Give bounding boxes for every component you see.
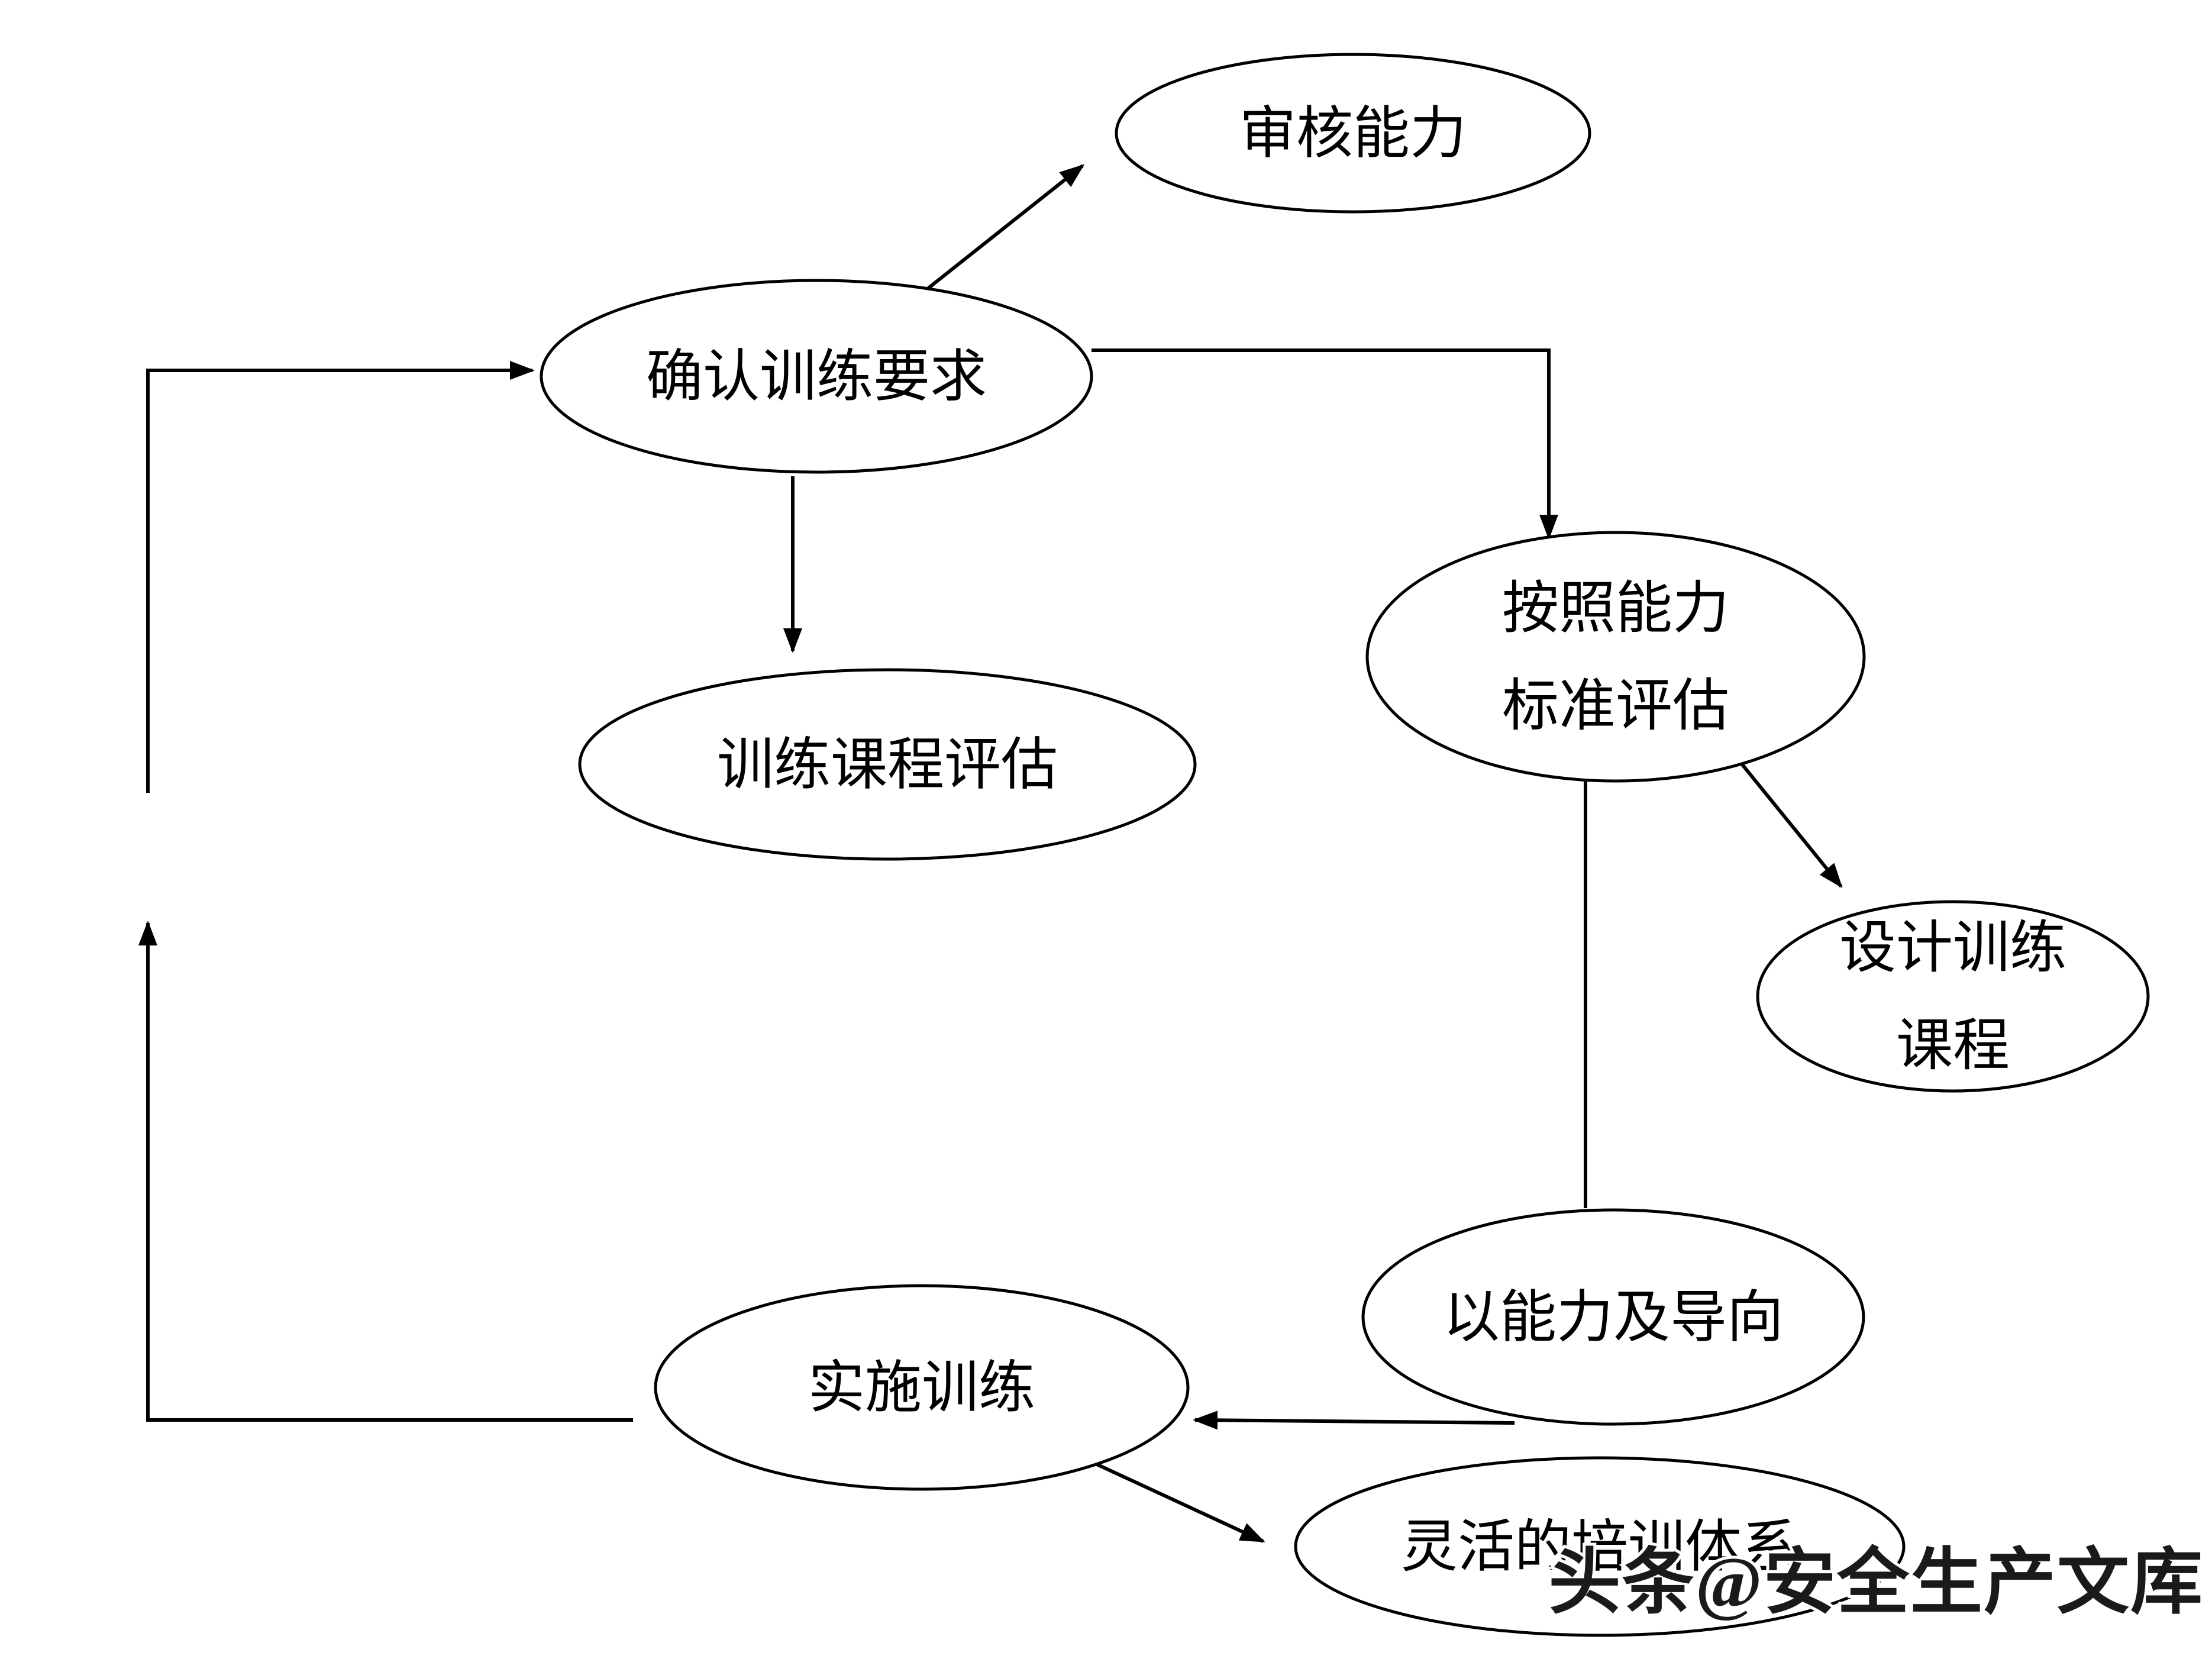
node-label-line: 灵活的培训体系 — [1401, 1515, 1798, 1579]
node-label-audit-capability: 审核能力 — [1239, 102, 1467, 165]
node-label-line: 按照能力 — [1502, 576, 1729, 640]
node-evaluate-by-competency-standard: 按照能力标准评估 — [1365, 531, 1866, 783]
node-competency-oriented: 以能力及导向 — [1361, 1208, 1865, 1426]
edge-confirm-to-audit — [904, 164, 1085, 308]
node-ellipse-competency-oriented — [1361, 1208, 1865, 1426]
node-label-line: 设计训练 — [1839, 916, 2066, 979]
node-label-line: 训练课程评估 — [717, 733, 1058, 796]
node-flexible-training-system: 灵活的培训体系 — [1294, 1456, 1906, 1637]
edge-oriented-to-implement — [1193, 1411, 1515, 1430]
edge-competency-eval-to-design — [1735, 756, 1843, 889]
edge-loop-from-implement — [138, 921, 633, 1422]
node-label-implement-training: 实施训练 — [808, 1356, 1035, 1419]
node-design-training-course: 设计训练课程 — [1756, 900, 2150, 1093]
node-ellipse-confirm-training-requirements — [540, 279, 1093, 474]
node-ellipse-flexible-training-system — [1294, 1456, 1906, 1637]
node-ellipse-design-training-course — [1756, 900, 2150, 1093]
node-label-line: 确认训练要求 — [646, 345, 987, 408]
node-ellipse-training-course-evaluation — [578, 668, 1197, 861]
node-label-training-course-evaluation: 训练课程评估 — [717, 733, 1058, 796]
node-label-competency-oriented: 以能力及导向 — [1443, 1286, 1784, 1349]
node-ellipse-evaluate-by-competency-standard — [1365, 531, 1866, 783]
node-ellipse-implement-training — [654, 1284, 1190, 1491]
node-label-evaluate-by-competency-standard: 按照能力标准评估 — [1502, 576, 1729, 737]
node-implement-training: 实施训练 — [654, 1284, 1190, 1491]
node-label-line: 实施训练 — [808, 1356, 1035, 1419]
node-label-design-training-course: 设计训练课程 — [1839, 916, 2066, 1077]
node-label-line: 以能力及导向 — [1443, 1286, 1784, 1349]
node-training-course-evaluation: 训练课程评估 — [578, 668, 1197, 861]
node-label-line: 审核能力 — [1239, 102, 1467, 165]
edge-confirm-to-competency-eval — [1092, 348, 1558, 540]
node-label-line: 标准评估 — [1502, 674, 1729, 737]
node-confirm-training-requirements: 确认训练要求 — [540, 279, 1093, 474]
node-ellipse-audit-capability — [1115, 53, 1591, 214]
edge-loop-into-confirm — [146, 361, 535, 793]
node-audit-capability: 审核能力 — [1115, 53, 1591, 214]
node-label-flexible-training-system: 灵活的培训体系 — [1401, 1515, 1798, 1579]
node-label-confirm-training-requirements: 确认训练要求 — [646, 345, 987, 408]
node-label-line: 课程 — [1896, 1014, 2010, 1077]
watermark: 头条@安全生产文库 — [1549, 1543, 2204, 1623]
